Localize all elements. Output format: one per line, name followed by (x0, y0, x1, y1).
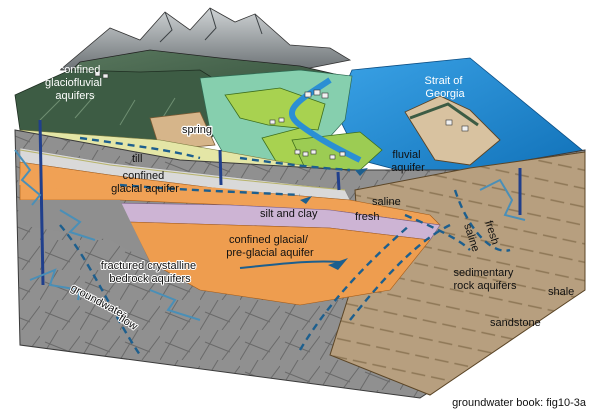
label-spring: spring (182, 124, 212, 136)
flow-arrow-icon (59, 136, 511, 356)
label-unconfined: unconfined glaciofluvial aquifers (45, 64, 105, 102)
label-confined-glacial: confined glacial aquifer (111, 170, 179, 195)
house-icon (94, 71, 469, 160)
label-strait: Strait of Georgia (425, 75, 466, 100)
label-fractured: fractured crystalline bedrock aquifers (101, 260, 199, 285)
label-till: till (132, 153, 142, 165)
label-saline-top: saline (372, 196, 401, 208)
figure-caption: groundwater book: fig10-3a (452, 397, 586, 409)
label-sandstone: sandstone (490, 317, 541, 329)
fracture-line-icon (14, 149, 526, 321)
label-silt-clay: silt and clay (260, 208, 318, 220)
label-confined-preglacial: confined glacial/ pre-glacial aquifer (226, 234, 314, 259)
labels: unconfined glaciofluvial aquifers spring… (45, 64, 574, 334)
well-icon (38, 119, 522, 286)
flow-arrow-icon (300, 168, 368, 270)
label-sedimentary: sedimentary rock aquifers (454, 267, 517, 292)
label-shale: shale (548, 286, 574, 298)
label-fresh-top: fresh (355, 211, 379, 223)
label-fluvial: fluvial aquifer (391, 149, 425, 174)
